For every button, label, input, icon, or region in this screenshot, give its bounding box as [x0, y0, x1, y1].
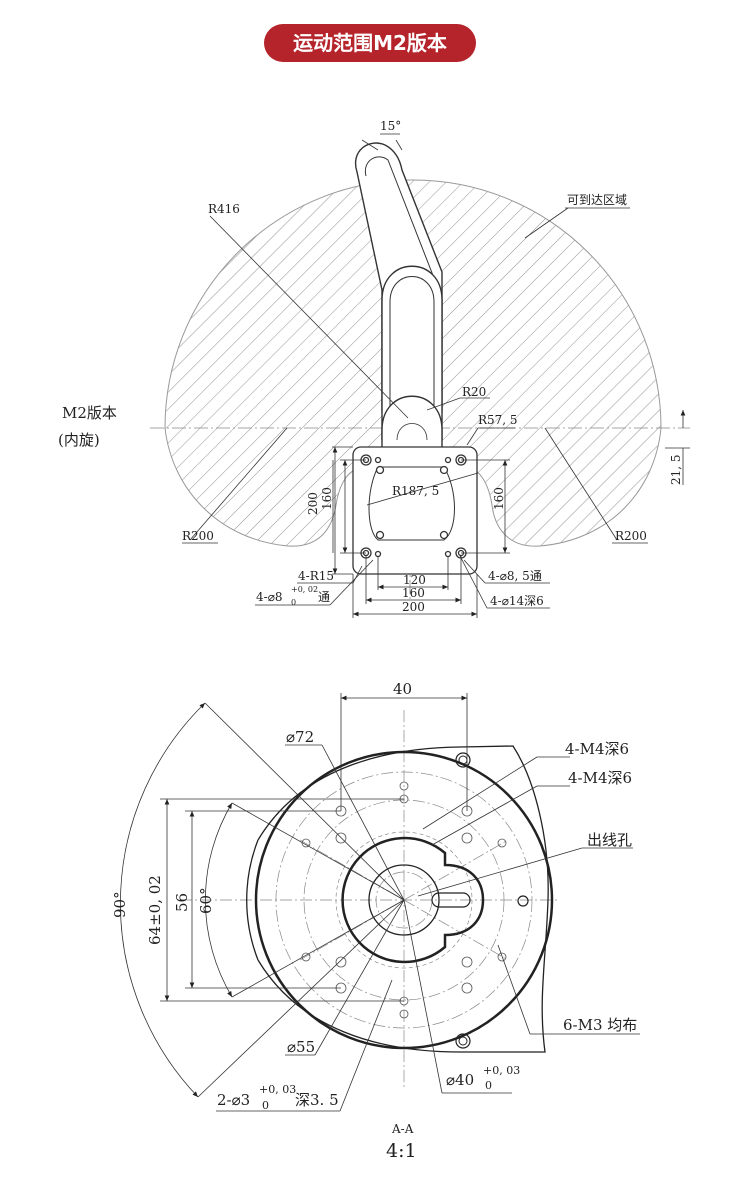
pin-tol-upper: +0, 03: [259, 1083, 296, 1096]
pin-prefix: 2-⌀3: [217, 1091, 250, 1109]
section-labels: 40 ⌀72 4-M4深6 4-M4深6 出线孔 90° 64±0, 02 56…: [111, 680, 637, 1162]
version-label: M2版本: [62, 404, 117, 422]
m4-label-b: 4-M4深6: [568, 769, 632, 787]
m4-label-a: 4-M4深6: [565, 740, 629, 758]
section-dimensions: [120, 693, 640, 1112]
r200-right-label: R200: [615, 529, 647, 543]
dim-160-vertical-right: 160: [492, 487, 506, 510]
hole8-prefix: 4-⌀8: [256, 590, 283, 604]
dim-120: 120: [403, 573, 426, 587]
d72-label: ⌀72: [286, 728, 314, 746]
dim-56-label: 56: [173, 893, 191, 912]
d40-tol-lower: 0: [485, 1079, 492, 1092]
pin-hole-label: 2-⌀3 +0, 03 0 深3. 5: [217, 1083, 339, 1112]
section-name: A-A: [391, 1122, 414, 1136]
pin-suffix: 深3. 5: [295, 1091, 339, 1109]
dim-64-label: 64±0, 02: [146, 875, 164, 945]
bolt-holes: [301, 781, 507, 1019]
base-plate: [352, 446, 478, 575]
angle-60-label: 60°: [197, 887, 215, 914]
dim-21-label: 21, 5: [669, 454, 683, 485]
section-title: 运动范围M2版本: [264, 24, 476, 62]
d40-label: ⌀40 +0, 03 0: [446, 1064, 520, 1092]
r15-label: 4-R15: [298, 569, 334, 583]
hole8-label: 4-⌀8 +0, 02 0 通: [256, 585, 330, 607]
d40-tol-upper: +0, 03: [483, 1064, 520, 1077]
hole8-tol-upper: +0, 02: [291, 585, 318, 594]
hole8-tol-lower: 0: [291, 598, 296, 607]
outlet-hole-label: 出线孔: [587, 831, 632, 849]
r20-label: R20: [462, 385, 486, 399]
r57-label: R57, 5: [478, 413, 518, 427]
reach-area-label: 可到达区域: [567, 193, 627, 207]
scale-label: 4:1: [386, 1140, 417, 1162]
dim-40: 40: [393, 680, 412, 698]
angle-15-label: 15°: [380, 119, 401, 133]
dim-200-vertical: 200: [306, 492, 320, 515]
d55-label: ⌀55: [287, 1038, 315, 1056]
flange: [246, 745, 554, 1053]
pin-tol-lower: 0: [262, 1099, 269, 1112]
dim-160-vertical-left: 160: [320, 487, 334, 510]
r187-label: R187, 5: [392, 484, 439, 498]
angle-90-label: 90°: [111, 891, 129, 918]
dim-160-horizontal: 160: [402, 586, 425, 600]
hole85-label: 4-⌀8, 5通: [488, 569, 542, 583]
r416-label: R416: [208, 202, 240, 216]
d40-prefix: ⌀40: [446, 1071, 474, 1089]
section-centerlines: [180, 710, 560, 1090]
hole8-suffix: 通: [318, 590, 330, 604]
version-sub-label: (内旋): [58, 431, 100, 449]
dim-200-horizontal: 200: [402, 600, 425, 614]
r200-left-label: R200: [182, 529, 214, 543]
top-view-labels: 15° 可到达区域 R416 R20 R57, 5 R187, 5 R200 R…: [58, 119, 683, 614]
m3-label: 6-M3 均布: [563, 1016, 637, 1034]
hole14-label: 4-⌀14深6: [490, 594, 544, 608]
